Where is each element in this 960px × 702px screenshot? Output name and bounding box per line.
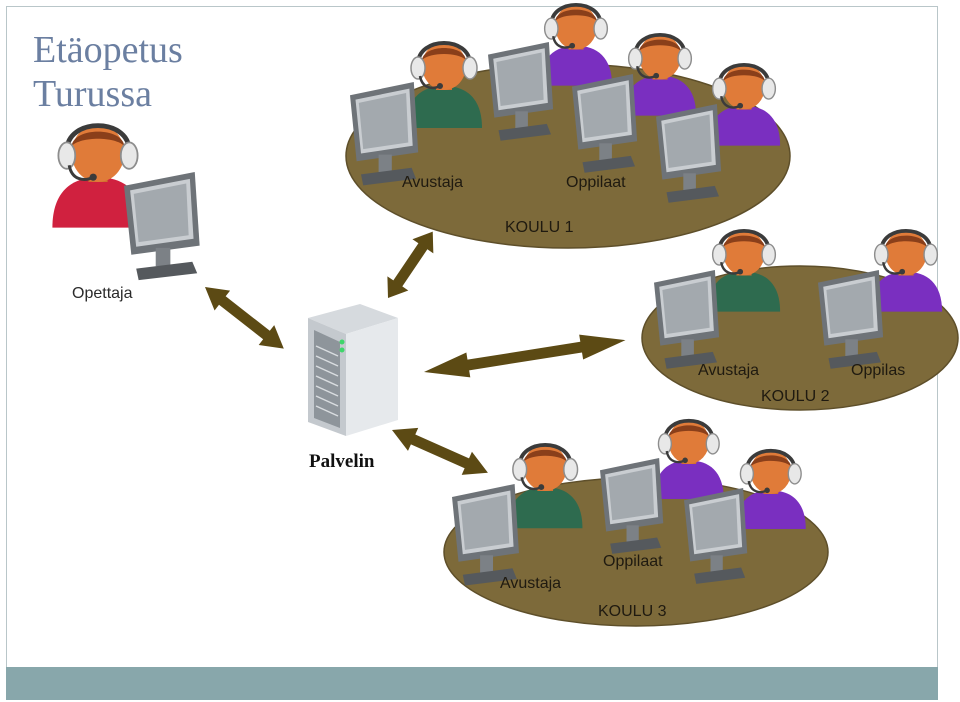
teacher-label: Opettaja (72, 285, 133, 302)
school-2-students-label: Oppilas (851, 362, 906, 379)
footer-bar (6, 667, 938, 700)
school-1-students-label: Oppilaat (566, 174, 626, 191)
school-1-name: KOULU 1 (505, 219, 574, 236)
title-line-2: Turussa (33, 73, 152, 115)
teacher-icon (52, 124, 200, 281)
school-3-assistant-label: Avustaja (500, 575, 562, 592)
arrow-server-school2 (422, 327, 628, 385)
school-3-name: KOULU 3 (598, 603, 667, 620)
arrow-server-school1 (377, 224, 444, 306)
arrow-teacher-server (197, 277, 292, 359)
arrow-server-school3 (386, 418, 494, 485)
school-2-assistant-label: Avustaja (698, 362, 760, 379)
slide-title: Etäopetus Turussa (33, 28, 183, 116)
server-label: Palvelin (309, 451, 375, 472)
title-line-1: Etäopetus (33, 29, 183, 71)
school-3-students-label: Oppilaat (603, 553, 663, 570)
school-1-assistant-label: Avustaja (402, 174, 464, 191)
server-icon (308, 304, 398, 436)
school-2-name: KOULU 2 (761, 388, 830, 405)
